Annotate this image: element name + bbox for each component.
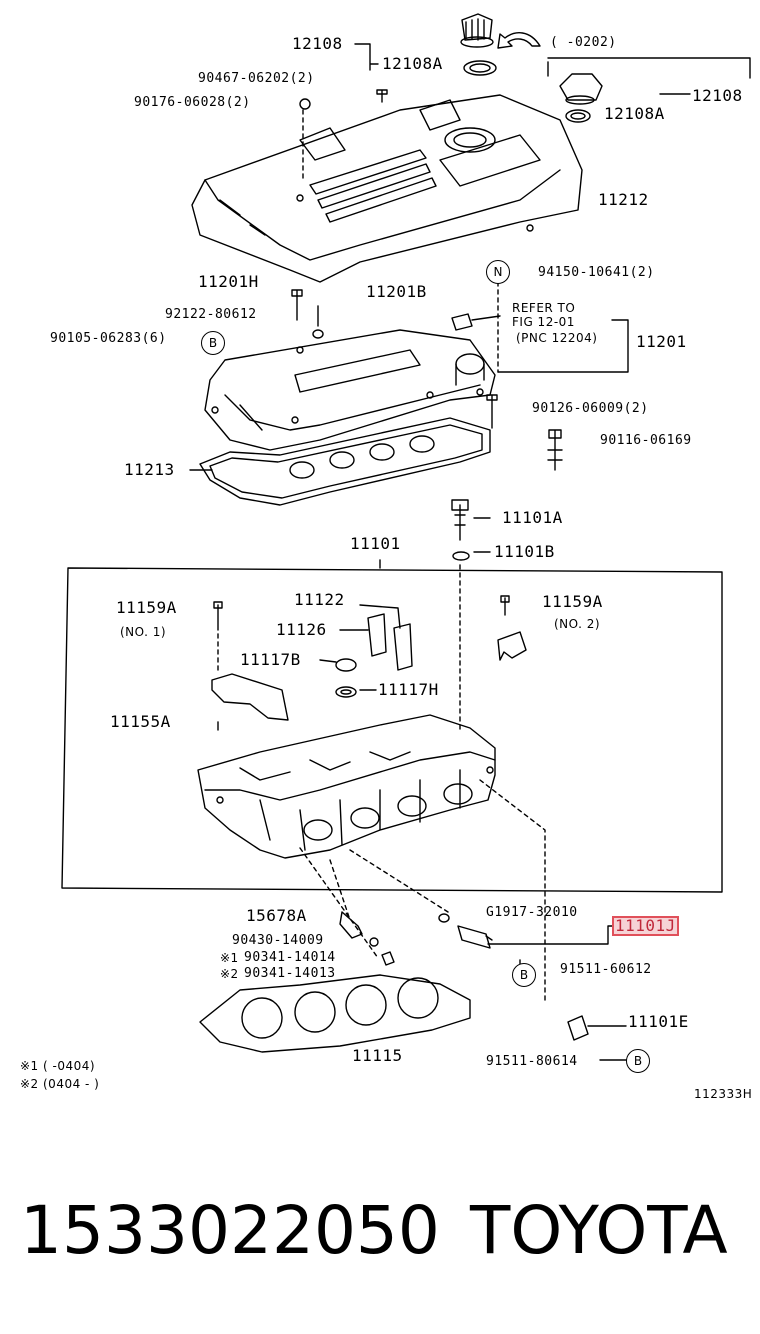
label-11159a-left: 11159A bbox=[116, 598, 177, 617]
label-90176: 90176-06028(2) bbox=[134, 95, 251, 110]
label-11155a: 11155A bbox=[110, 712, 171, 731]
label-12108a-top: 12108A bbox=[382, 54, 443, 73]
note-b-icon: B bbox=[201, 331, 225, 355]
change-arrow-icon bbox=[497, 32, 541, 49]
label-94150: 94150-10641(2) bbox=[538, 265, 655, 280]
label-90341-1: 90341-14014 bbox=[244, 950, 336, 965]
head-gasket-icon bbox=[199, 974, 471, 1053]
label-91511-60612: 91511-60612 bbox=[560, 962, 652, 977]
figure-code: 112333H bbox=[694, 1087, 753, 1101]
filler-cap-gasket-icon bbox=[463, 60, 497, 76]
mark-1: ※1 bbox=[220, 951, 239, 965]
label-no1: (NO. 1) bbox=[120, 625, 167, 639]
label-11101e: 11101E bbox=[628, 1012, 689, 1031]
label-g1917: G1917-32010 bbox=[486, 905, 578, 920]
label-12108-top: 12108 bbox=[292, 34, 343, 53]
oil-filler-cap-icon bbox=[460, 13, 494, 48]
label-11212: 11212 bbox=[598, 190, 649, 209]
label-11201b: 11201B bbox=[366, 282, 427, 301]
brand-name: TOYOTA bbox=[470, 1192, 728, 1269]
label-no2: (NO. 2) bbox=[554, 617, 601, 631]
refer-line-1: REFER TO bbox=[512, 301, 576, 315]
date-range-top: ( -0202) bbox=[550, 35, 617, 50]
label-11117b: 11117B bbox=[240, 650, 301, 669]
refer-line-3: (PNC 12204) bbox=[516, 331, 598, 345]
label-92122: 92122-80612 bbox=[165, 307, 257, 322]
label-11122: 11122 bbox=[294, 590, 345, 609]
label-91511-80614: 91511-80614 bbox=[486, 1054, 578, 1069]
label-11115: 11115 bbox=[352, 1046, 403, 1065]
label-12108-right: 12108 bbox=[692, 86, 743, 105]
refer-line-2: FIG 12-01 bbox=[512, 315, 575, 329]
footnote-1: ※1 ( -0404) bbox=[20, 1059, 96, 1073]
label-90341-2: 90341-14013 bbox=[244, 966, 336, 981]
label-11101b: 11101B bbox=[494, 542, 555, 561]
label-11101: 11101 bbox=[350, 534, 401, 553]
cylinder-head-icon bbox=[197, 714, 496, 859]
footnote-2: ※2 (0404 - ) bbox=[20, 1077, 100, 1091]
oil-filler-cap-alt-icon bbox=[559, 73, 603, 123]
note-b-icon-3: B bbox=[626, 1049, 650, 1073]
label-11101a: 11101A bbox=[502, 508, 563, 527]
label-11126: 11126 bbox=[276, 620, 327, 639]
label-90126: 90126-06009(2) bbox=[532, 401, 649, 416]
label-90116: 90116-06169 bbox=[600, 433, 692, 448]
cylinder-head-cover-icon bbox=[204, 329, 496, 451]
label-90467: 90467-06202(2) bbox=[198, 71, 315, 86]
label-11101j-highlighted[interactable]: 11101J bbox=[612, 916, 679, 936]
label-11201h: 11201H bbox=[198, 272, 259, 291]
engine-cover-icon bbox=[191, 94, 583, 283]
part-number: 1533022050 bbox=[20, 1192, 440, 1269]
label-11159a-right: 11159A bbox=[542, 592, 603, 611]
label-11213: 11213 bbox=[124, 460, 175, 479]
label-15678a: 15678A bbox=[246, 906, 307, 925]
label-90430: 90430-14009 bbox=[232, 933, 324, 948]
label-90105: 90105-06283(6) bbox=[50, 331, 167, 346]
label-11117h: 11117H bbox=[378, 680, 439, 699]
head-cover-gasket-icon bbox=[199, 417, 491, 506]
label-12108a-right: 12108A bbox=[604, 104, 665, 123]
note-b-icon-2: B bbox=[512, 963, 536, 987]
note-n-icon: N bbox=[486, 260, 510, 284]
label-11201: 11201 bbox=[636, 332, 687, 351]
mark-2: ※2 bbox=[220, 967, 239, 981]
